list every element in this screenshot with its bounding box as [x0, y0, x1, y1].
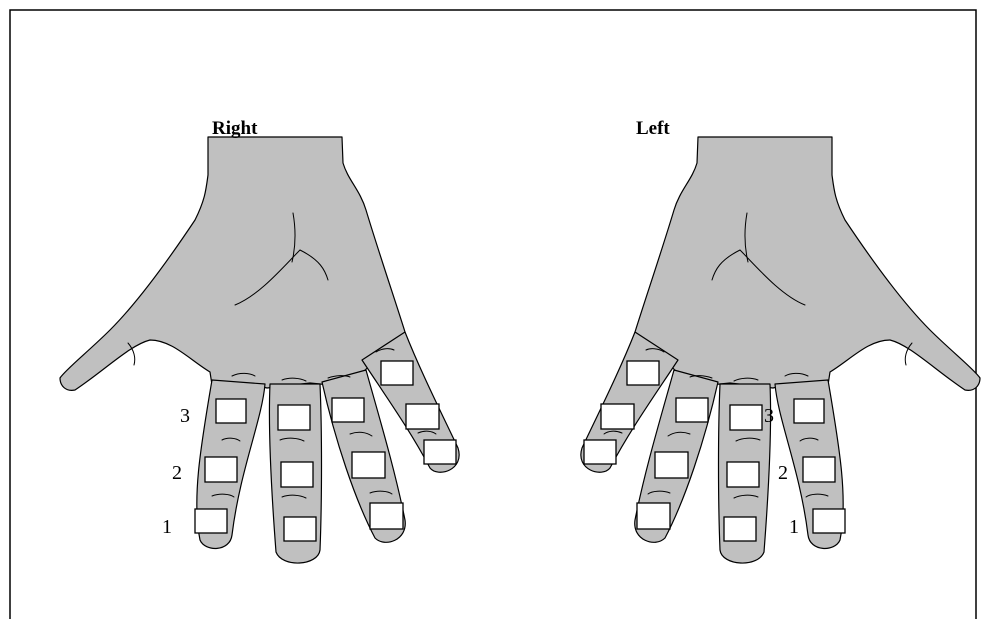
right-middle-joint-1[interactable] — [284, 517, 316, 541]
left-middle-joint-3[interactable] — [730, 405, 762, 430]
left-hand-label: Left — [636, 118, 670, 139]
right-joint-number-2: 2 — [172, 462, 182, 484]
right-little-joint-2[interactable] — [406, 404, 439, 429]
left-ring-joint-2[interactable] — [655, 452, 688, 478]
right-index-joint-1[interactable] — [195, 509, 227, 533]
right-middle-joint-3[interactable] — [278, 405, 310, 430]
left-index-joint-1[interactable] — [813, 509, 845, 533]
right-little-joint-1[interactable] — [424, 440, 456, 464]
right-little-joint-3[interactable] — [381, 361, 413, 385]
left-joint-number-3: 3 — [764, 405, 774, 427]
left-joint-number-1: 1 — [789, 516, 799, 538]
right-index-joint-3[interactable] — [216, 399, 246, 423]
left-middle-joint-1[interactable] — [724, 517, 756, 541]
left-index-joint-3[interactable] — [794, 399, 824, 423]
right-hand: Right 3 2 1 — [60, 118, 459, 563]
left-ring-joint-3[interactable] — [676, 398, 708, 422]
left-middle-joint-2[interactable] — [727, 462, 759, 487]
left-index-joint-2[interactable] — [803, 457, 835, 482]
right-joint-number-1: 1 — [162, 516, 172, 538]
left-ring-joint-1[interactable] — [637, 503, 670, 529]
right-ring-joint-1[interactable] — [370, 503, 403, 529]
right-ring-joint-3[interactable] — [332, 398, 364, 422]
left-joint-number-2: 2 — [778, 462, 788, 484]
left-hand — [581, 137, 980, 563]
right-hand-label: Right — [212, 118, 258, 139]
left-hand-palm — [635, 137, 980, 390]
left-little-joint-1[interactable] — [584, 440, 616, 464]
right-hand-palm — [60, 137, 405, 390]
right-ring-joint-2[interactable] — [352, 452, 385, 478]
left-little-joint-3[interactable] — [627, 361, 659, 385]
left-little-joint-2[interactable] — [601, 404, 634, 429]
right-joint-number-3: 3 — [180, 405, 190, 427]
right-middle-joint-2[interactable] — [281, 462, 313, 487]
right-index-joint-2[interactable] — [205, 457, 237, 482]
